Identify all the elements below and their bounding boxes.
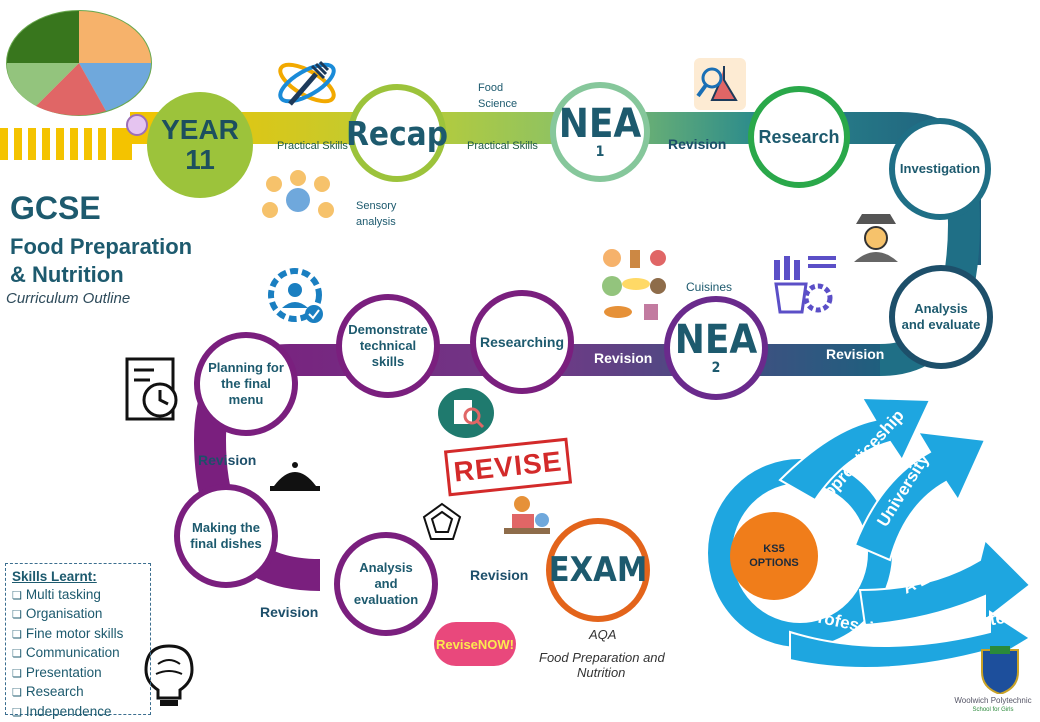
exam-board: AQA bbox=[589, 627, 616, 642]
skill-item: Organisation bbox=[12, 605, 144, 625]
revision-label-6: Revision bbox=[470, 567, 528, 583]
revise-stamp-text: REVISE bbox=[452, 445, 563, 488]
curriculum-subtitle: Curriculum Outline bbox=[6, 290, 130, 307]
skills-learnt-box: Skills Learnt: Multi tasking Organisatio… bbox=[5, 563, 151, 715]
detective-icon bbox=[848, 206, 904, 264]
exam-subject-line1: Food Preparation and bbox=[539, 650, 665, 665]
senses-icon bbox=[258, 170, 338, 222]
skill-item: Communication bbox=[12, 644, 144, 664]
document-search-icon bbox=[438, 388, 494, 438]
option-professional: Professional bbox=[805, 605, 909, 645]
revision-label-2: Revision bbox=[826, 346, 884, 362]
exam-subject-line2: Nutrition bbox=[577, 665, 625, 680]
revision-label-3: Revision bbox=[594, 350, 652, 366]
subject-title-line2: & Nutrition bbox=[10, 262, 124, 288]
fork-atom-icon bbox=[274, 50, 340, 116]
option-hc-routes: H & C Routes bbox=[905, 606, 1015, 644]
revision-label-4: Revision bbox=[198, 452, 256, 468]
option-university: University bbox=[873, 450, 933, 530]
radar-chart-icon bbox=[422, 502, 462, 542]
skill-item: Research bbox=[12, 683, 144, 703]
schedule-document-icon bbox=[124, 356, 182, 424]
skill-item: Multi tasking bbox=[12, 586, 144, 606]
cuisines-label: Cuisines bbox=[686, 280, 732, 294]
gcse-title: GCSE bbox=[10, 190, 101, 227]
skills-heading: Skills Learnt: bbox=[12, 568, 144, 586]
practical-skills-1: Practical Skills bbox=[277, 140, 348, 152]
school-name: Woolwich Polytechnic bbox=[948, 696, 1038, 705]
revision-label-1: Revision bbox=[668, 136, 726, 152]
practical-skills-2: Practical Skills bbox=[467, 140, 538, 152]
skill-item: Fine motor skills bbox=[12, 625, 144, 645]
subject-title-line1: Food Preparation bbox=[10, 234, 192, 260]
school-subname: School for Girls bbox=[948, 707, 1038, 713]
skill-item: Presentation bbox=[12, 664, 144, 684]
food-dishes-icon bbox=[598, 246, 670, 322]
option-a-levels: A Levels bbox=[899, 550, 970, 597]
food-science-label: Food Science bbox=[478, 80, 518, 112]
skills-list: Multi tasking Organisation Fine motor sk… bbox=[12, 586, 144, 722]
lab-flask-icon bbox=[694, 58, 746, 110]
user-gear-icon bbox=[262, 262, 328, 328]
revise-now-text: ReviseNOW! bbox=[436, 637, 514, 652]
chef-cooking-icon bbox=[500, 490, 554, 542]
revision-label-5: Revision bbox=[260, 604, 318, 620]
sensory-analysis-label: Sensory analysis bbox=[356, 198, 396, 230]
revise-now-badge: ReviseNOW! bbox=[434, 622, 516, 666]
hand-gear-icon bbox=[772, 254, 838, 316]
food-cloche-icon bbox=[270, 458, 320, 494]
skill-item: Independence bbox=[12, 703, 144, 722]
school-crest-icon bbox=[978, 644, 1022, 694]
